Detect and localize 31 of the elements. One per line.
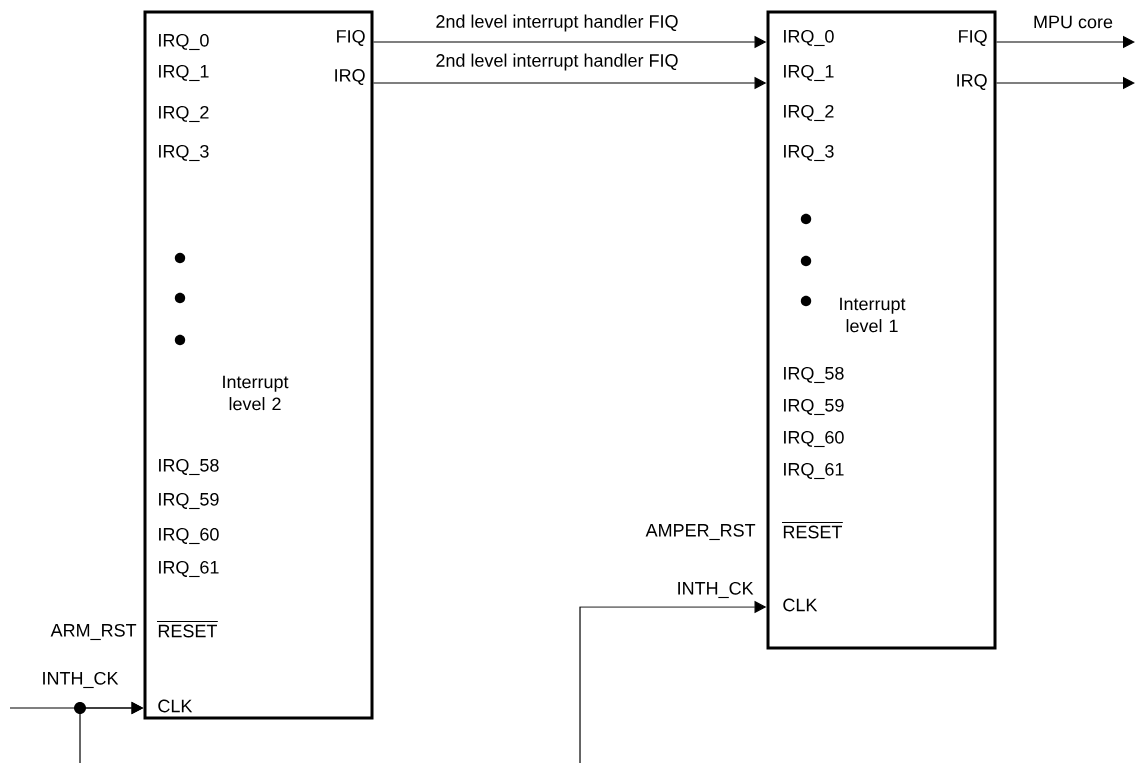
pin-label: IRQ_1 bbox=[784, 64, 834, 82]
pin-label: IRQ_2 bbox=[159, 105, 209, 123]
pin-label: IRQ_1 bbox=[159, 64, 209, 82]
pin-label: IRQ_3 bbox=[159, 144, 209, 162]
pin-label: IRQ_60 bbox=[159, 527, 219, 545]
edge-label: 2nd level interrupt handler FIQ bbox=[433, 12, 681, 34]
pin-label: IRQ_59 bbox=[159, 492, 219, 510]
pin-label: IRQ_61 bbox=[159, 560, 219, 578]
pin-label: IRQ_61 bbox=[784, 462, 844, 480]
pin-label: RESET bbox=[156, 621, 219, 638]
edge-label: MPU core bbox=[1031, 13, 1115, 31]
pin-label: IRQ_59 bbox=[784, 398, 844, 416]
pin-label: IRQ_58 bbox=[159, 458, 219, 476]
pin-label: FIQ bbox=[337, 30, 365, 46]
pin-label: IRQ_58 bbox=[784, 366, 844, 384]
edge-label: INTH_CK bbox=[674, 579, 756, 601]
pin-label: IRQ_2 bbox=[784, 104, 834, 122]
pin-label: IRQ_3 bbox=[784, 144, 834, 162]
pin-label: CLK bbox=[158, 699, 193, 713]
pin-label: IRQ bbox=[957, 74, 987, 90]
signal-label: ARM_RST bbox=[50, 620, 138, 641]
pin-label: IRQ_0 bbox=[784, 29, 834, 47]
edge-label: 2nd level interrupt handler FIQ bbox=[433, 51, 681, 73]
signal-label: AMPER_RST bbox=[645, 520, 757, 541]
pin-label: FIQ bbox=[959, 30, 987, 46]
pin-label: RESET bbox=[781, 522, 844, 539]
pin-label: CLK bbox=[783, 598, 818, 612]
edge-label: INTH_CK bbox=[39, 669, 121, 691]
pin-label: IRQ_60 bbox=[784, 430, 844, 448]
pin-label: IRQ bbox=[335, 69, 365, 85]
pin-label: IRQ_0 bbox=[159, 33, 209, 51]
